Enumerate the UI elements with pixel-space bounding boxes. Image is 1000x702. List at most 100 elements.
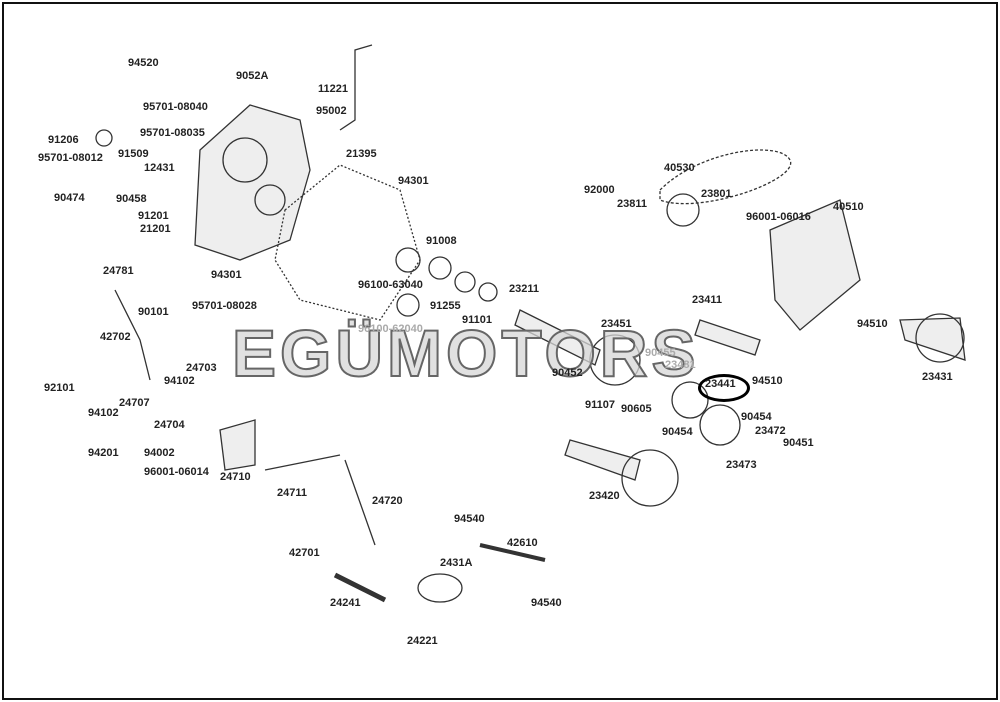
- part-label-23211: 23211: [509, 283, 539, 295]
- part-label-91509: 91509: [118, 148, 149, 160]
- shaft-23411: [694, 319, 761, 356]
- part-label-91206: 91206: [48, 134, 79, 146]
- shaft-24241: [333, 572, 387, 603]
- part-label-94540: 94540: [454, 513, 485, 525]
- part-label-94002: 94002: [144, 447, 175, 459]
- part-label-11221: 11221: [318, 83, 348, 95]
- part-label-90474: 90474: [54, 192, 85, 204]
- chain-40530: [659, 149, 792, 205]
- shaft-11221: [339, 44, 373, 131]
- part-label-90458: 90458: [116, 193, 147, 205]
- gear-23420: [621, 449, 679, 507]
- part-label-94510: 94510: [857, 318, 888, 330]
- part-label-94520: 94520: [128, 57, 159, 69]
- part-label-91107: 91107: [585, 399, 615, 411]
- part-label-23472: 23472: [755, 425, 786, 437]
- shaft-23431: [899, 317, 966, 361]
- part-label-23451: 23451: [601, 318, 632, 330]
- drum-2431A: [417, 573, 463, 603]
- plate-24710: [219, 419, 256, 471]
- part-label-90452: 90452: [552, 367, 583, 379]
- part-label-96100-62040: 96100-62040: [358, 323, 423, 335]
- part-label-42701: 42701: [289, 547, 320, 559]
- part-label-23411: 23411: [692, 294, 722, 306]
- gear-23441: [671, 381, 709, 419]
- shaft-23420: [564, 439, 641, 481]
- case-boss: [222, 137, 268, 183]
- seal-91255: [454, 271, 476, 293]
- cover-40510: [769, 199, 861, 331]
- part-label-94510: 94510: [752, 375, 783, 387]
- gear-90454: [699, 404, 741, 446]
- bearing-96100-63040: [395, 247, 421, 273]
- part-label-21395: 21395: [346, 148, 377, 160]
- sprocket-23801: [666, 193, 700, 227]
- part-label-24703: 24703: [186, 362, 217, 374]
- part-label-95701-08028: 95701-08028: [192, 300, 257, 312]
- shaft-23211: [514, 309, 601, 366]
- part-label-24241: 24241: [330, 597, 361, 609]
- part-label-42610: 42610: [507, 537, 538, 549]
- part-label-94201: 94201: [88, 447, 119, 459]
- part-label-96001-06016: 96001-06016: [746, 211, 811, 223]
- part-label-90455: 90455: [645, 347, 676, 359]
- part-label-94540: 94540: [531, 597, 562, 609]
- part-label-24707: 24707: [119, 397, 150, 409]
- part-label-40510: 40510: [833, 201, 864, 213]
- part-label-92101: 92101: [44, 382, 75, 394]
- part-label-23420: 23420: [589, 490, 620, 502]
- part-label-24781: 24781: [103, 265, 134, 277]
- part-label-96100-63040: 96100-63040: [358, 279, 423, 291]
- case-cover-21201: [194, 104, 311, 261]
- part-label-23431: 23431: [922, 371, 953, 383]
- bearing-96100-62040: [396, 293, 420, 317]
- part-label-94102: 94102: [164, 375, 195, 387]
- part-label-40530: 40530: [664, 162, 695, 174]
- part-label-23801: 23801: [701, 188, 732, 200]
- shaft-42610: [479, 543, 546, 562]
- rod-24720: [344, 459, 376, 546]
- part-label-95002: 95002: [316, 105, 347, 117]
- part-label-90605: 90605: [621, 403, 652, 415]
- part-label-91201: 91201: [138, 210, 169, 222]
- part-label-90451: 90451: [783, 437, 814, 449]
- part-label-90454: 90454: [741, 411, 772, 423]
- part-label-91255: 91255: [430, 300, 461, 312]
- part-label-9052A: 9052A: [236, 70, 269, 82]
- part-label-23481: 23481: [665, 359, 696, 371]
- part-label-24710: 24710: [220, 471, 251, 483]
- part-label-21201: 21201: [140, 223, 171, 235]
- part-label-23473: 23473: [726, 459, 757, 471]
- part-label-24704: 24704: [154, 419, 185, 431]
- part-label-24720: 24720: [372, 495, 403, 507]
- part-label-90101: 90101: [138, 306, 169, 318]
- part-label-23441: 23441: [705, 378, 736, 390]
- part-label-95701-08012: 95701-08012: [38, 152, 103, 164]
- gear-23451: [589, 334, 641, 386]
- lever-42702: [114, 289, 151, 381]
- part-label-2431A: 2431A: [440, 557, 473, 569]
- arm-24711: [264, 454, 341, 471]
- part-label-95701-08035: 95701-08035: [140, 127, 205, 139]
- part-label-92000: 92000: [584, 184, 615, 196]
- part-label-94102: 94102: [88, 407, 119, 419]
- highlight-circle: [698, 374, 750, 402]
- case-boss: [254, 184, 286, 216]
- seal-91101: [478, 282, 498, 302]
- seal-91206: [95, 129, 113, 147]
- gear-23431: [915, 313, 965, 363]
- part-label-90454: 90454: [662, 426, 693, 438]
- part-label-94301: 94301: [398, 175, 429, 187]
- part-label-12431: 12431: [144, 162, 175, 174]
- part-label-23811: 23811: [617, 198, 647, 210]
- part-label-24711: 24711: [277, 487, 307, 499]
- part-label-24221: 24221: [407, 635, 438, 647]
- part-label-42702: 42702: [100, 331, 131, 343]
- part-label-95701-08040: 95701-08040: [143, 101, 208, 113]
- bearing-91008: [428, 256, 452, 280]
- part-label-94301: 94301: [211, 269, 242, 281]
- gasket-21395: [274, 164, 421, 321]
